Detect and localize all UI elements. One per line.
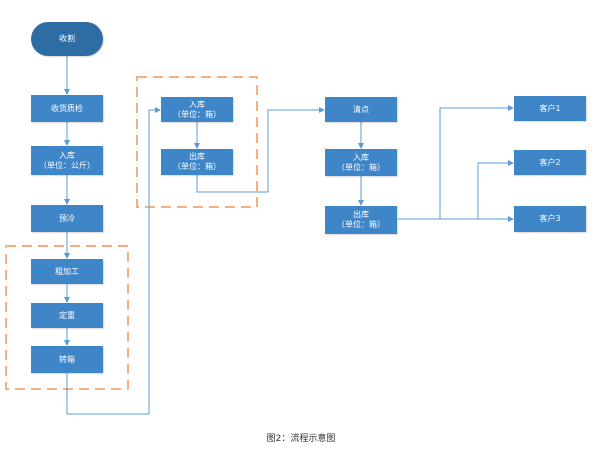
- node-inbound-box-b: 入库 （单位：箱）: [325, 149, 397, 176]
- node-inbound-kg-line1: 入库: [59, 150, 75, 160]
- node-outbound-box-a-line2: （单位：箱）: [173, 162, 221, 171]
- node-rough-process: 粗加工: [31, 259, 103, 284]
- node-inventory-label: 清点: [353, 104, 369, 114]
- node-harvest: 收割: [31, 22, 103, 56]
- node-inbound-kg-line2: （单位：公斤）: [39, 160, 95, 170]
- node-customer-1-label: 客户1: [539, 103, 561, 113]
- node-inbound-box-b-line1: 入库: [353, 152, 369, 162]
- node-outbound-box-b: 出库 （单位：箱）: [325, 206, 397, 234]
- node-to-box: 转箱: [31, 346, 103, 373]
- node-precool: 预冷: [31, 205, 103, 232]
- connector-outbound-a-to-inventory: [196, 107, 325, 193]
- node-customer-3-label: 客户3: [539, 214, 561, 223]
- node-inbound-box-a-line1: 入库: [189, 99, 205, 109]
- node-rough-process-label: 粗加工: [55, 266, 79, 276]
- node-inbound-box-a-line2: （单位：箱）: [173, 109, 221, 119]
- node-harvest-label: 收割: [59, 34, 75, 43]
- group-box-warehouse: [136, 76, 258, 208]
- node-customer-3: 客户3: [514, 206, 586, 232]
- figure-caption: 图2：流程示意图: [266, 434, 336, 444]
- node-outbound-box-b-line1: 出库: [353, 210, 369, 219]
- node-customer-2: 客户2: [514, 150, 586, 175]
- connector-to-customer2: [440, 160, 514, 220]
- node-inventory: 清点: [325, 97, 397, 122]
- node-precool-label: 预冷: [59, 213, 75, 223]
- node-customer-2-label: 客户2: [539, 157, 561, 167]
- node-to-box-label: 转箱: [59, 354, 75, 364]
- node-fix-weight-label: 定重: [59, 310, 75, 320]
- node-receive-inspect-label: 收货质检: [51, 103, 83, 113]
- node-inbound-box-a: 入库 （单位：箱）: [161, 97, 233, 122]
- connector-to-customer1: [398, 105, 514, 220]
- node-receive-inspect: 收货质检: [31, 95, 103, 122]
- node-inbound-box-b-line2: （单位：箱）: [337, 162, 385, 172]
- node-outbound-box-a: 出库 （单位：箱）: [161, 149, 233, 175]
- node-fix-weight: 定重: [31, 303, 103, 328]
- node-customer-1: 客户1: [514, 96, 586, 121]
- connector-tobox-to-warehouse: [66, 107, 161, 415]
- node-outbound-box-a-line1: 出库: [189, 152, 205, 161]
- node-outbound-box-b-line2: （单位：箱）: [337, 220, 385, 229]
- node-inbound-kg: 入库 （单位：公斤）: [31, 146, 103, 175]
